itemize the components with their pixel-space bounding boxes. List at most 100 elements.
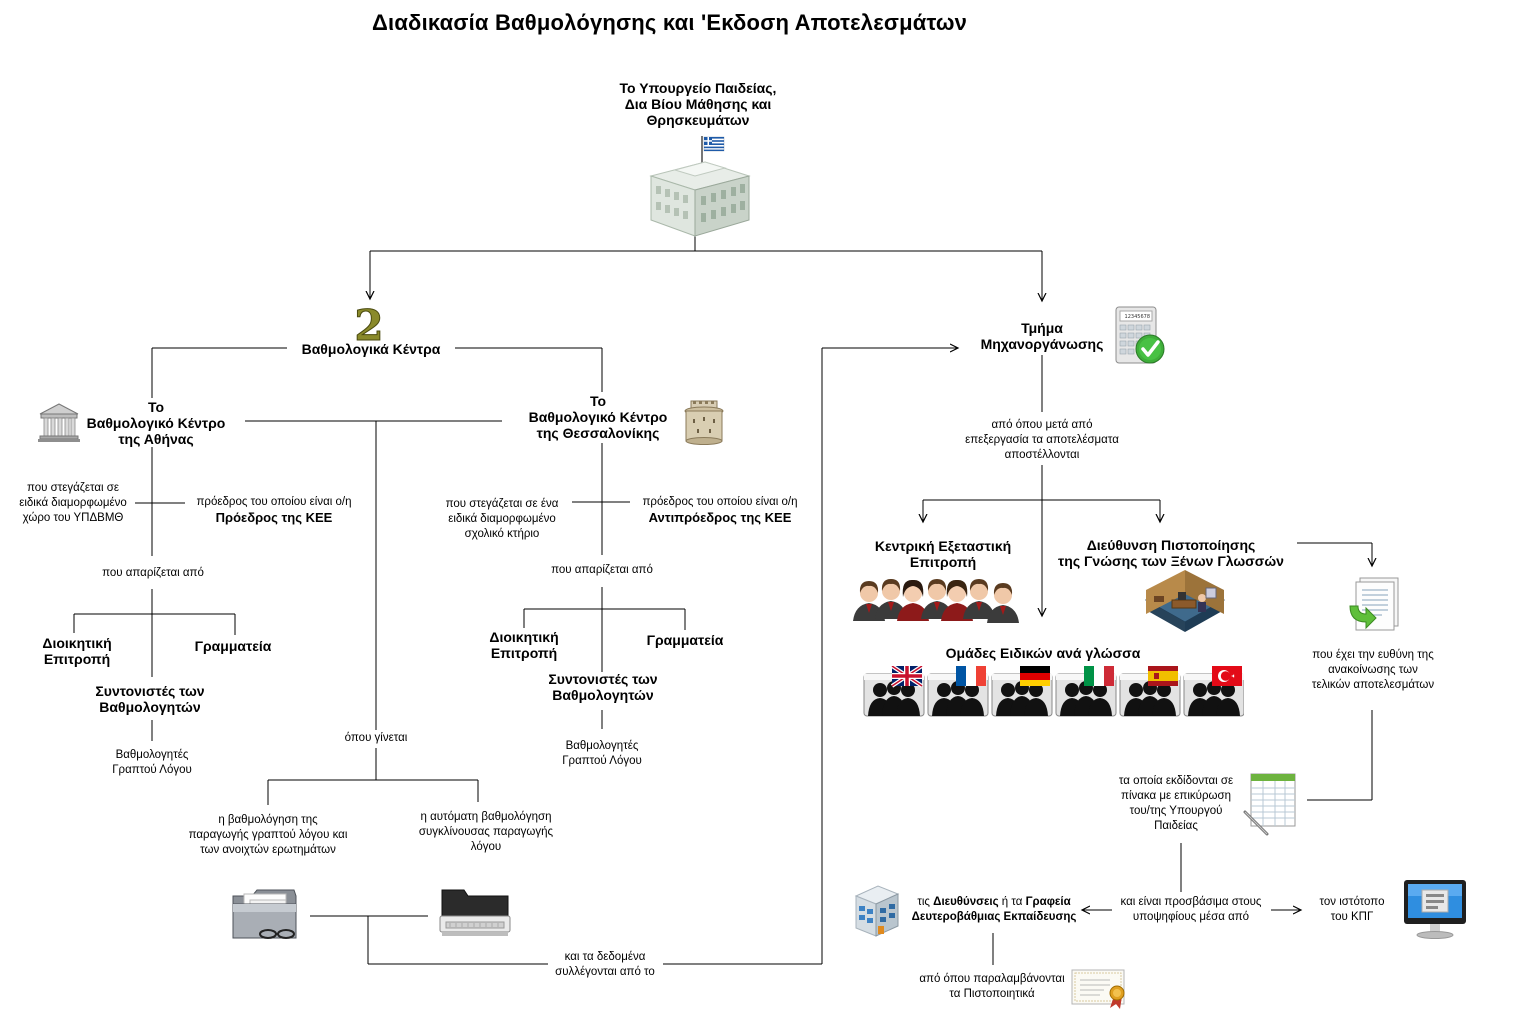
directorates-or: ή τα [998,896,1026,908]
thessaloniki-secretariat: Γραμματεία [634,632,736,648]
athens-consists-label: που απαρίζεται από [80,566,226,581]
thessaloniki-center-label-line: της Θεσσαλονίκης [536,425,660,441]
athens-graders-line: Γραπτού Λόγου [112,764,192,776]
language-groups-icon [862,664,1245,720]
scoring-centers-label: Βαθμολογικά Κέντρα [287,341,455,357]
thessaloniki-chair-role: Αντιπρόεδρος της ΚΕΕ [648,510,792,525]
thessaloniki-chair-prefix: πρόεδρος του οποίου είναι ο/η [642,496,798,508]
spreadsheet-pen-icon [1243,773,1296,836]
athens-coordinators-line: Συντονιστές των [95,683,205,699]
directorates-label: τις Διευθύνσεις ή τα Γραφεία Δευτεροβάθμ… [904,895,1084,925]
committee-people-icon [853,579,1019,623]
website-label-line: του ΚΠΓ [1330,911,1374,923]
central-exam-committee-label-line: Κεντρική Εξεταστική [874,538,1012,554]
issued-table-label-line: του/της Υπουργού [1129,805,1223,817]
athens-center-label-line: Το [147,399,165,415]
thessaloniki-coordinators-line: Συντονιστές των [548,671,658,687]
manual-scoring-label-line: των ανοιχτών ερωτημάτων [200,844,336,856]
where-label-line: όπου γίνεται [344,732,408,744]
thessaloniki-consists-label: που απαρίζεται από [530,563,674,578]
athens-center-label-line: Βαθμολογικό Κέντρο [86,415,226,431]
athens-consists-label-line: που απαρίζεται από [102,567,204,579]
ministry-building-icon [649,136,751,237]
athens-chair-label: πρόεδρος του οποίου είναι ο/η Πρόεδρος τ… [186,495,362,526]
central-exam-committee-label-line: Επιτροπή [909,554,977,570]
directorates-word: Διευθύνσεις [933,896,999,908]
issued-table-label-line: πίνακα με επικύρωση [1121,790,1231,802]
mechanization-department-label-line: Τμήμα [1021,320,1063,336]
office-building-icon [854,885,900,937]
automatic-scoring-label: η αυτόματη βαθμολόγηση συγκλίνουσας παραγ… [404,810,568,855]
certificates-label-line: τα Πιστοποιητικά [949,988,1035,1000]
website-label-line: τον ιστότοπο [1319,896,1385,908]
thessaloniki-housed-label-line: που στεγάζεται σε ένα [445,498,559,510]
athens-admin-committee-line: Επιτροπή [43,651,111,667]
thessaloniki-graders-line: Γραπτού Λόγου [562,755,642,767]
ministry-label-line: Δια Βίου Μάθησης και [624,96,772,112]
thessaloniki-graders-line: Βαθμολογητές [565,740,639,752]
issued-table-label-line: Παιδείας [1154,820,1198,832]
calculator-check-icon: 12345678 [1115,306,1165,364]
ministry-label-line: Θρησκευμάτων [646,112,750,128]
athens-center-label-line: της Αθήνας [118,431,194,447]
document-arrow-icon [1349,577,1399,631]
responsible-announcement-label-line: που έχει την ευθύνη της [1312,649,1434,661]
certification-directorate-label-line: Διεύθυνση Πιστοποίησης [1086,537,1256,553]
athens-coordinators-line: Βαθμολογητών [99,699,201,715]
svg-text:2: 2 [354,302,383,344]
athens-chair-role: Πρόεδρος της ΚΕΕ [215,510,333,525]
number-two-icon: 2 [354,302,384,344]
website-label: τον ιστότοπο του ΚΠΓ [1306,895,1398,925]
expert-groups-label-line: Ομάδες Ειδικών ανά γλώσσα [945,645,1141,661]
athens-housed-label-line: που στεγάζεται σε [26,482,120,494]
directorates-prefix: τις [917,896,934,908]
mechanization-department-label-line: Μηχανοργάνωσης [980,336,1104,352]
secondary-education-word: Δευτεροβάθμιας Εκπαίδευσης [911,911,1077,923]
expert-groups-label: Ομάδες Ειδικών ανά γλώσσα [940,645,1146,661]
athens-admin-committee-line: Διοικητική [42,635,112,651]
athens-secretariat-line: Γραμματεία [194,638,272,654]
white-tower-icon [684,400,724,445]
diagram-title: Διαδικασία Βαθμολόγησης και 'Εκδοση Αποτ… [372,10,968,35]
ministry-label-line: Το Υπουργείο Παιδείας, [619,80,777,96]
athens-chair-prefix: πρόεδρος του οποίου είναι ο/η [196,496,352,508]
greek-temple-icon [38,403,80,442]
athens-secretariat: Γραμματεία [180,638,286,654]
manual-scoring-label-line: η βαθμολόγηση της [218,814,318,826]
accessible-label-line: και είναι προσβάσιμα στους [1120,896,1262,908]
automatic-scoring-label-line: η αυτόματη βαθμολόγηση [420,811,552,823]
scoring-centers-label-line: Βαθμολογικά Κέντρα [301,341,441,357]
thessaloniki-housed-label-line: ειδικά διαμορφωμένο [448,513,556,525]
svg-text:12345678: 12345678 [1125,314,1150,320]
responsible-announcement-label-line: ανακοίνωσης των [1328,664,1418,676]
certification-directorate-label-line: της Γνώσης των Ξένων Γλωσσών [1058,553,1284,569]
automatic-scoring-label-line: λόγου [470,841,502,853]
issued-table-label-line: τα οποία εκδίδονται σε [1118,775,1234,787]
data-collected-label: και τα δεδομένα συλλέγονται από το [540,950,670,980]
manual-scoring-label-line: παραγωγής γραπτού λόγου και [188,829,348,841]
processing-label-line: επεξεργασία τα αποτελέσματα [965,434,1119,446]
thessaloniki-coordinators-line: Βαθμολογητών [552,687,654,703]
offices-word: Γραφεία [1025,896,1071,908]
manual-scoring-label: η βαθμολόγηση της παραγωγής γραπτού λόγου… [178,813,358,858]
ministry-label: Το Υπουργείο Παιδείας,Δια Βίου Μάθησης κ… [598,80,798,128]
thessaloniki-housed-label-line: σχολικό κτήριο [464,528,540,540]
processing-label-line: αποστέλλονται [1004,449,1080,461]
automatic-scoring-label-line: συγκλίνουσας παραγωγής [418,826,554,838]
data-collected-label-line: συλλέγονται από το [555,966,655,978]
athens-housed-label-line: χώρο του ΥΠΔΒΜΘ [22,512,124,524]
data-collected-label-line: και τα δεδομένα [564,951,646,963]
